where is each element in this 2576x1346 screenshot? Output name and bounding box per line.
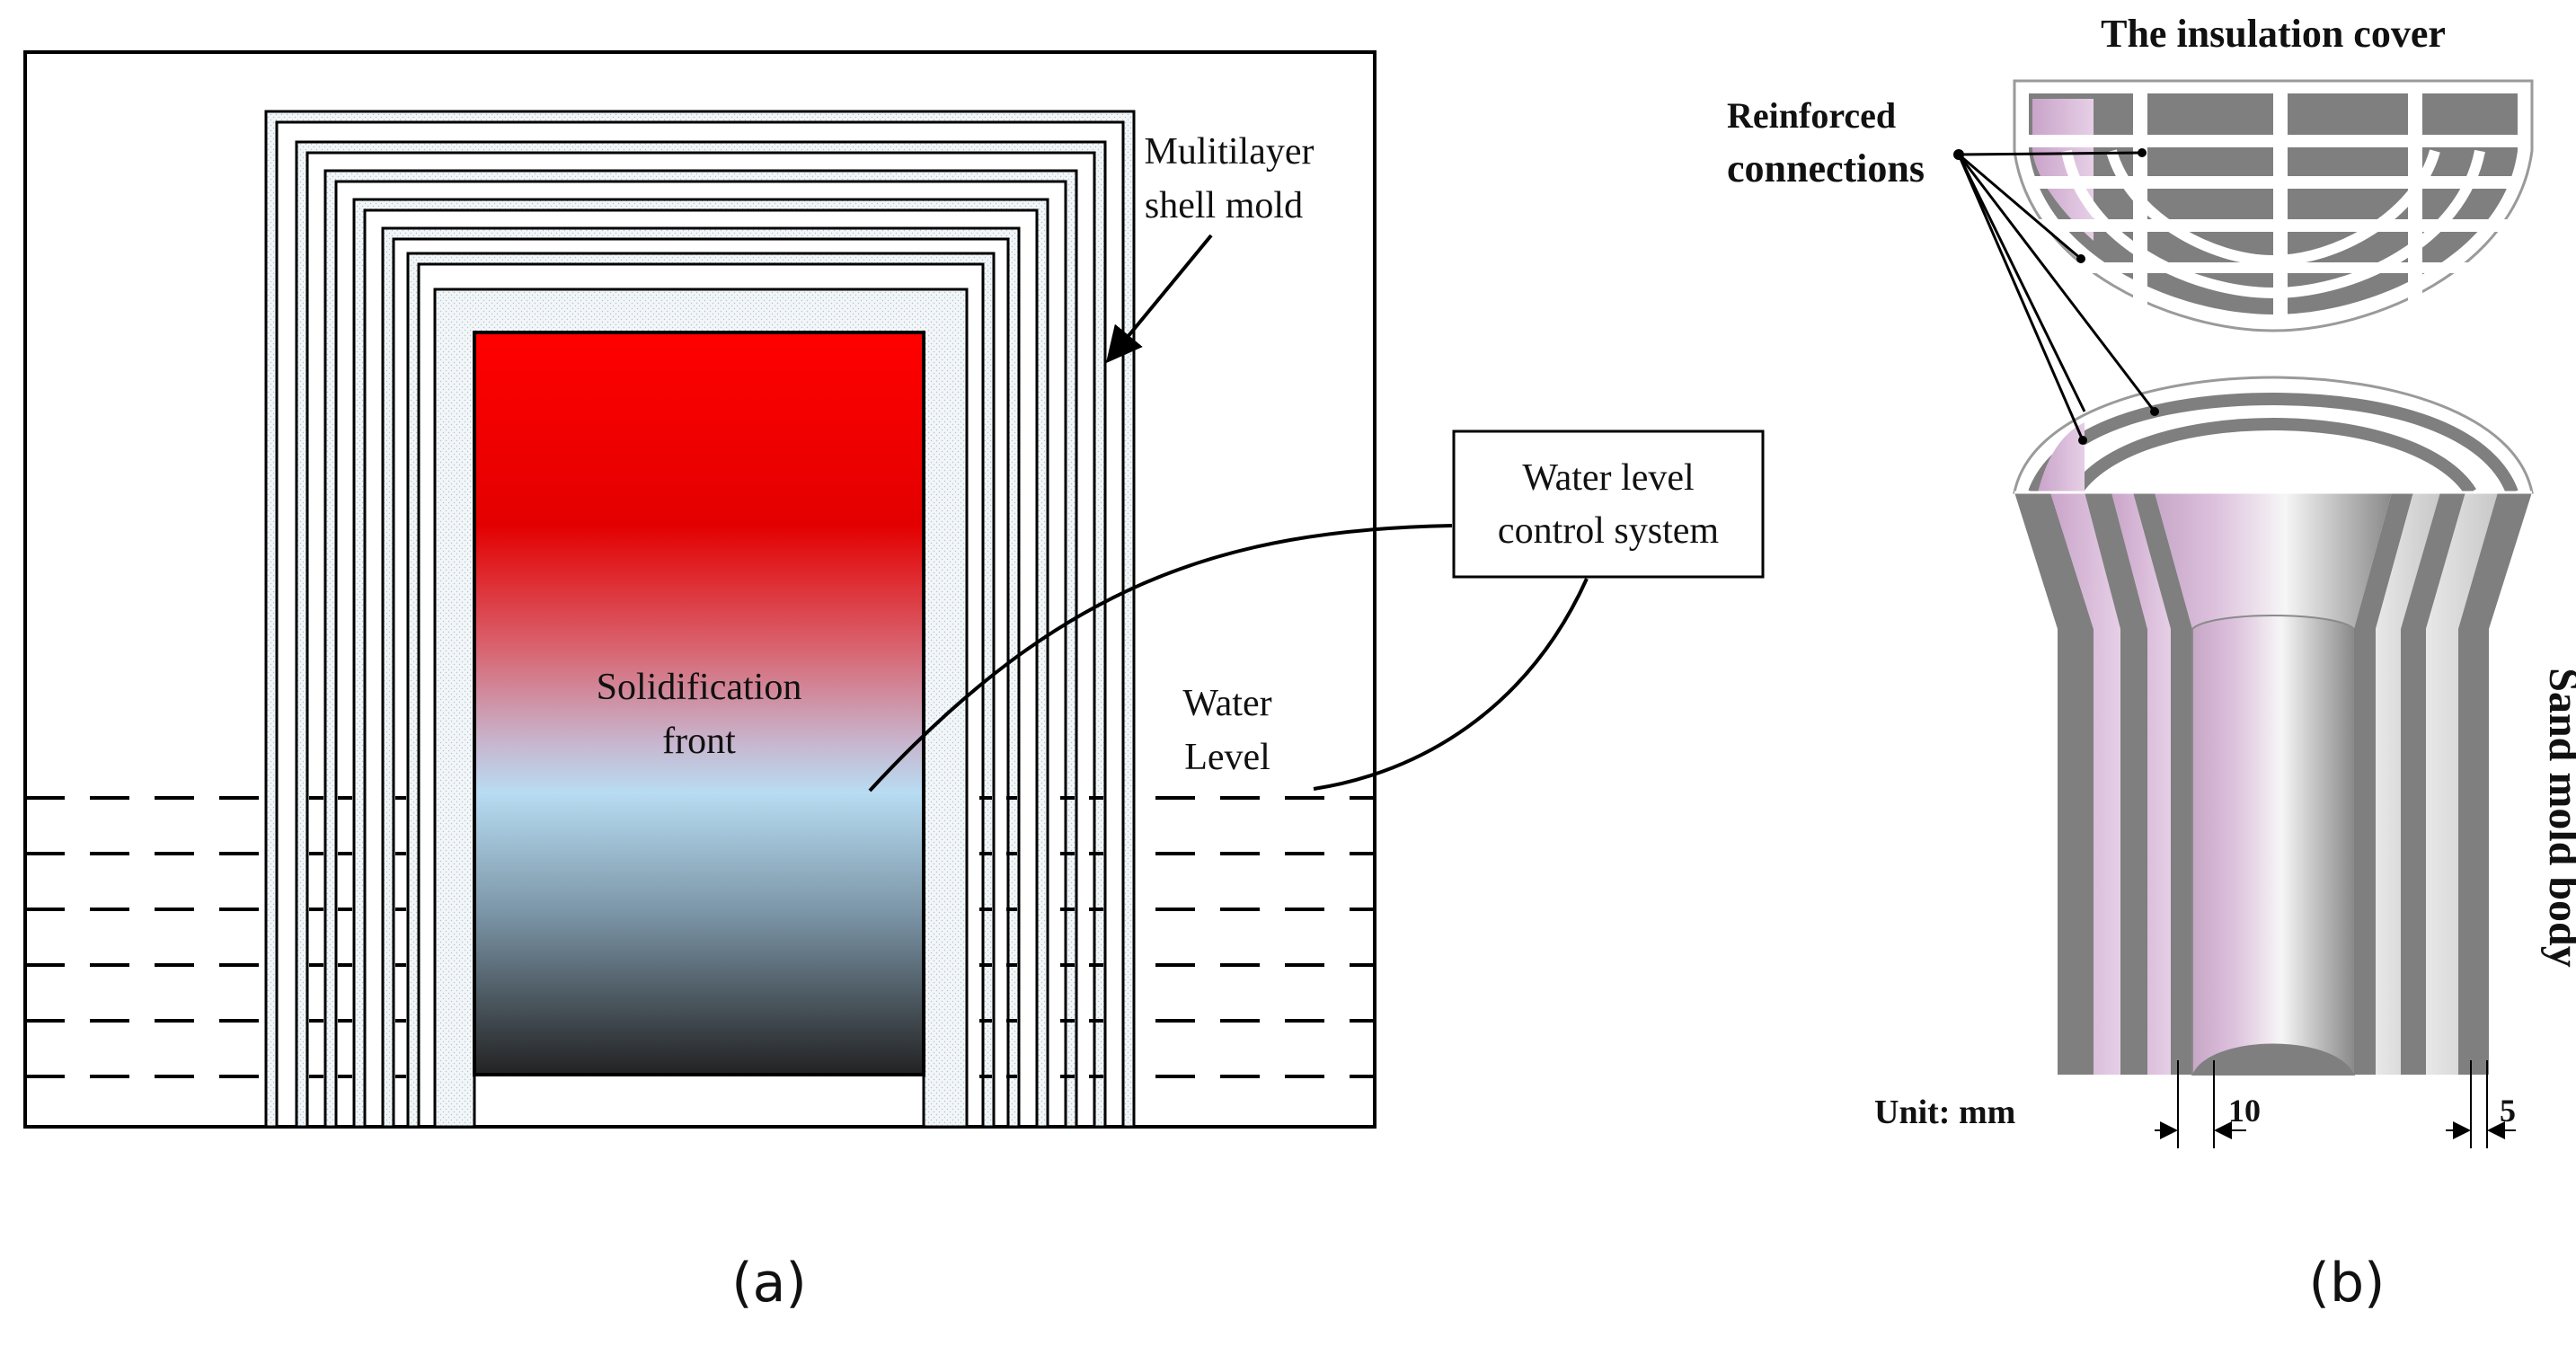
shell-label-line1: Mulitilayer <box>1145 131 1315 173</box>
control-to-front-curve <box>868 524 1453 793</box>
reinforced-leader-lines <box>1957 151 2156 441</box>
dimension-10 <box>2155 1060 2246 1148</box>
reinforced-points <box>1953 148 2159 445</box>
dimension-5-value: 5 <box>2500 1093 2516 1129</box>
shell-mold-layers <box>264 110 1136 1129</box>
shell-layer <box>381 226 1021 1129</box>
casting-block <box>473 331 925 1076</box>
dimension-5 <box>2446 1060 2516 1148</box>
shell-layer <box>264 110 1136 1129</box>
control-label-line2: control system <box>1498 510 1719 552</box>
sand-mold-body-label: Sand mold body <box>2540 668 2576 968</box>
control-to-water-curve <box>1313 578 1589 791</box>
water-label-line2: Level <box>1184 737 1270 778</box>
unit-label: Unit: mm <box>1874 1094 2015 1131</box>
shell-layer <box>323 169 1078 1129</box>
control-system-box <box>1452 429 1765 579</box>
reinforced-label-line1: Reinforced <box>1727 95 1896 136</box>
caption-b: (b) <box>2309 1252 2386 1315</box>
front-label-line2: front <box>662 721 736 762</box>
sand-mold-body <box>2013 376 2534 1076</box>
control-label-line1: Water level <box>1522 457 1694 499</box>
panel-b: The insulation cover <box>1727 12 2576 1315</box>
tank-outline <box>23 50 1377 1129</box>
shell-layer <box>352 198 1049 1129</box>
water-label-line1: Water <box>1182 683 1271 724</box>
dimension-10-value: 10 <box>2228 1093 2261 1129</box>
insulation-cover <box>2013 79 2534 332</box>
shell-label-line2: shell mold <box>1145 185 1303 226</box>
panel-a: Mulitilayer shell mold Water level contr… <box>23 50 1765 1315</box>
cover-title: The insulation cover <box>2101 12 2446 56</box>
caption-a: (a) <box>731 1252 807 1315</box>
front-label-line1: Solidification <box>597 667 802 708</box>
water-level-dashes <box>25 796 1373 1078</box>
shell-arrow <box>1105 234 1213 364</box>
shell-layer <box>406 252 996 1129</box>
shell-layer <box>295 140 1107 1129</box>
reinforced-label-line2: connections <box>1727 146 1925 190</box>
